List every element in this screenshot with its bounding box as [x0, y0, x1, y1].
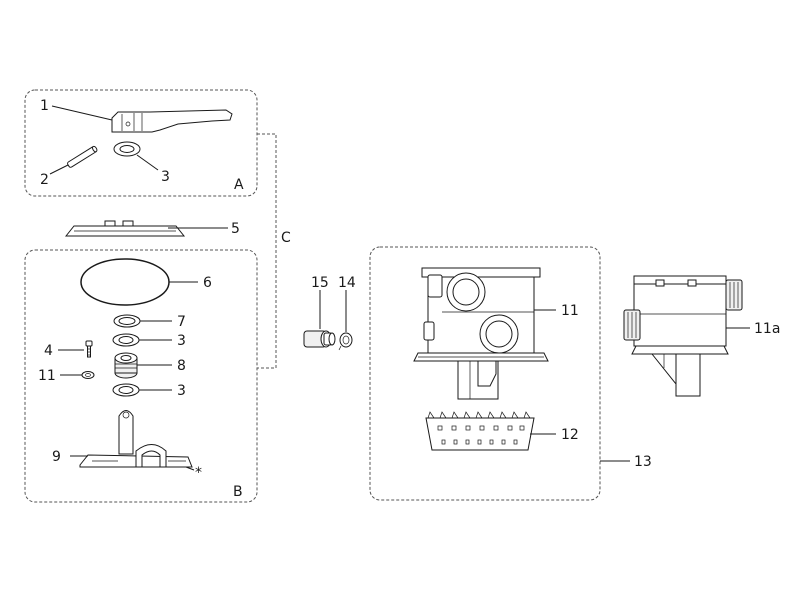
callout-5: 5 [231, 221, 240, 237]
callout-4: 4 [44, 343, 53, 359]
large-oring-part [80, 258, 170, 306]
lever-handle-part [111, 109, 233, 133]
callout-7: 7 [177, 314, 186, 330]
washer-a-part [113, 141, 141, 157]
callout-11-valve: 11 [561, 303, 579, 319]
callout-star: * [195, 465, 202, 481]
callout-1: 1 [40, 98, 49, 114]
group-label-b: B [233, 484, 243, 500]
cover-plate-part [64, 220, 186, 237]
clip-part [338, 332, 353, 351]
callout-13: 13 [634, 454, 652, 470]
washer-b1-part [112, 333, 140, 347]
group-label-a: A [234, 177, 244, 193]
group-b-box [24, 249, 258, 503]
pin-part [67, 145, 98, 168]
washer-b2-part [112, 383, 140, 397]
small-oring-part [113, 314, 141, 328]
callout-14: 14 [338, 275, 356, 291]
valve-body-part [413, 267, 549, 400]
callout-2: 2 [40, 172, 49, 188]
callout-11a: 11a [754, 321, 780, 337]
base-bracket-part [79, 410, 193, 468]
group-label-c: C [281, 230, 291, 246]
bushing-part [114, 352, 138, 379]
callout-12: 12 [561, 427, 579, 443]
valve-body-side-part [623, 275, 743, 397]
callout-3-group-a: 3 [161, 169, 170, 185]
callout-11-nut: 11 [38, 368, 56, 384]
nut-part [81, 371, 95, 379]
callout-8: 8 [177, 358, 186, 374]
callout-15: 15 [311, 275, 329, 291]
callout-9: 9 [52, 449, 61, 465]
group-13-box [369, 246, 601, 501]
callout-6: 6 [203, 275, 212, 291]
callout-3-group-b-upper: 3 [177, 333, 186, 349]
screw-part [85, 340, 93, 358]
cylinder-fitting-part [303, 330, 336, 348]
callout-3-group-b-lower: 3 [177, 383, 186, 399]
group-c-bracket [257, 133, 277, 369]
strainer-basket-part [425, 411, 535, 451]
group-a-box [24, 89, 258, 197]
